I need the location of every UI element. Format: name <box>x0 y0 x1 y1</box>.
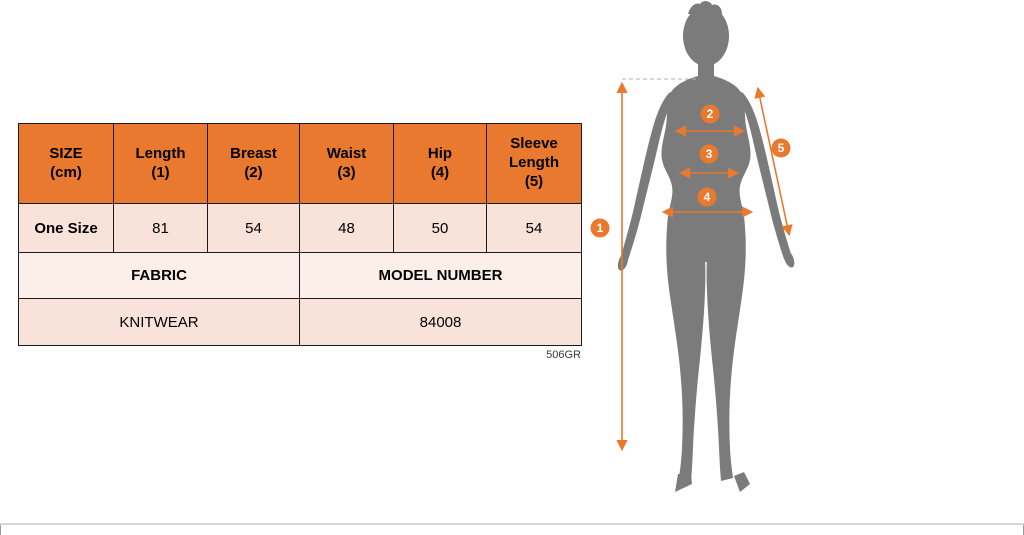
marker-1-badge <box>590 218 610 238</box>
measurement-arrows <box>616 78 793 452</box>
marker-2-badge <box>700 104 720 124</box>
header-cell-breast: Breast (2) <box>208 124 300 204</box>
fabric-label: FABRIC <box>19 253 300 299</box>
marker-5-badge <box>771 138 791 158</box>
marker-5-label: 5 <box>778 141 785 155</box>
cell-size-label: One Size <box>19 204 114 253</box>
header-cell-size: SIZE (cm) <box>19 124 114 204</box>
bottom-divider <box>0 523 1024 525</box>
marker-4-label: 4 <box>704 190 711 204</box>
header-cell-hip: Hip (4) <box>394 124 487 204</box>
header-cell-length: Length (1) <box>114 124 208 204</box>
cell-length-value: 81 <box>114 204 208 253</box>
left-arm <box>621 92 676 260</box>
cell-hip-value: 50 <box>394 204 487 253</box>
measurement-figure-svg: 1 2 3 4 5 <box>590 1 795 492</box>
model-number-value: 84008 <box>300 299 582 346</box>
sleeve-length-arrow <box>754 86 793 237</box>
body-silhouette <box>617 1 795 492</box>
size-table: SIZE (cm) Length (1) Breast (2) Waist (3… <box>18 123 582 346</box>
cell-waist-value: 48 <box>300 204 394 253</box>
product-code: 506GR <box>546 349 581 361</box>
marker-badges: 1 2 3 4 5 <box>590 104 791 238</box>
right-foot <box>734 472 750 492</box>
bottom-left-corner-mark <box>0 525 1 535</box>
right-hand <box>783 250 795 268</box>
header-cell-waist: Waist (3) <box>300 124 394 204</box>
marker-1-label: 1 <box>597 221 604 235</box>
fabric-value: KNITWEAR <box>19 299 300 346</box>
marker-2-label: 2 <box>707 107 714 121</box>
marker-3-badge <box>699 144 719 164</box>
cell-sleeve-length-value: 54 <box>487 204 582 253</box>
cell-breast-value: 54 <box>208 204 300 253</box>
measurement-figure: 1 2 3 4 5 <box>588 0 828 500</box>
right-leg <box>706 216 746 481</box>
left-leg <box>666 216 706 481</box>
head <box>683 6 729 66</box>
marker-3-label: 3 <box>706 147 713 161</box>
left-foot <box>675 474 692 492</box>
marker-4-badge <box>697 187 717 207</box>
model-number-label: MODEL NUMBER <box>300 253 582 299</box>
header-cell-sleeve-length: Sleeve Length (5) <box>487 124 582 204</box>
